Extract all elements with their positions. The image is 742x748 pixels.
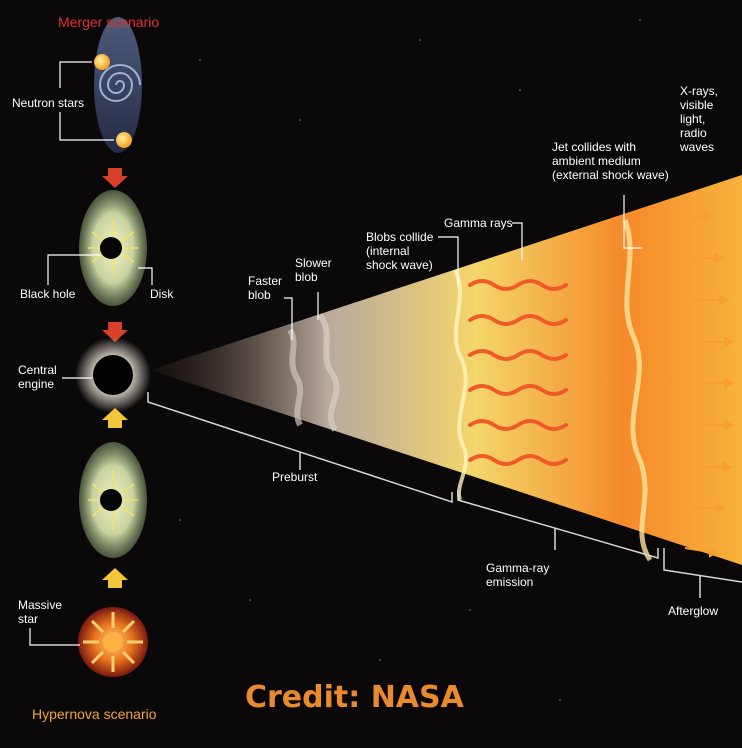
- xrays-label: X-rays, visible light, radio waves: [680, 84, 719, 154]
- disk-label: Disk: [150, 287, 174, 301]
- slower-blob-label: Slower blob: [295, 256, 332, 284]
- massive-star-label: Massive star: [18, 598, 63, 626]
- black-hole-disk-leaders: [47, 254, 153, 285]
- arrow-up-1: [102, 408, 128, 428]
- jet-cone: [150, 175, 742, 565]
- arrow-down-2: [102, 322, 128, 342]
- black-hole-label: Black hole: [20, 287, 76, 301]
- jet-collides-label: Jet collides with ambient medium (extern…: [552, 140, 669, 182]
- arrow-down-1: [102, 168, 128, 188]
- orbit-spiral: [98, 64, 141, 102]
- blobs-collide-label: Blobs collide (internal shock wave): [366, 230, 434, 272]
- gamma-ray-arrows: [468, 279, 568, 466]
- jet-label-leaders: [284, 195, 642, 340]
- faster-blob: [287, 328, 304, 427]
- afterglow-arrows: [679, 210, 735, 558]
- massive-star-leader: [29, 628, 80, 646]
- timeline-brackets: [147, 392, 742, 598]
- preburst-label: Preburst: [272, 470, 318, 484]
- external-shock-front: [622, 219, 653, 562]
- afterglow-label: Afterglow: [668, 604, 719, 618]
- black-hole-top: [100, 237, 122, 259]
- neutron-star-1: [94, 54, 110, 70]
- credit-text: Credit: NASA: [245, 680, 464, 715]
- central-engine: [93, 355, 133, 395]
- gamma-ray-emission-label: Gamma-ray emission: [486, 561, 550, 589]
- faster-blob-label: Faster blob: [248, 274, 283, 302]
- internal-shock-front: [453, 269, 469, 501]
- arrow-up-2: [102, 568, 128, 588]
- neutron-stars-label: Neutron stars: [12, 96, 85, 110]
- massive-star-core: [103, 632, 123, 652]
- black-hole-bottom: [100, 489, 122, 511]
- massive-star-rays: [83, 612, 143, 672]
- hypernova-scenario-title: Hypernova scenario: [32, 706, 157, 722]
- merger-scenario-title: Merger scenario: [58, 14, 160, 30]
- central-engine-label: Central engine: [18, 363, 57, 391]
- gamma-rays-label: Gamma rays: [444, 216, 513, 230]
- neutron-star-2: [116, 132, 132, 148]
- neutron-star-orbit: [94, 17, 142, 153]
- slower-blob: [317, 313, 340, 432]
- neutron-stars-leader: [59, 61, 114, 141]
